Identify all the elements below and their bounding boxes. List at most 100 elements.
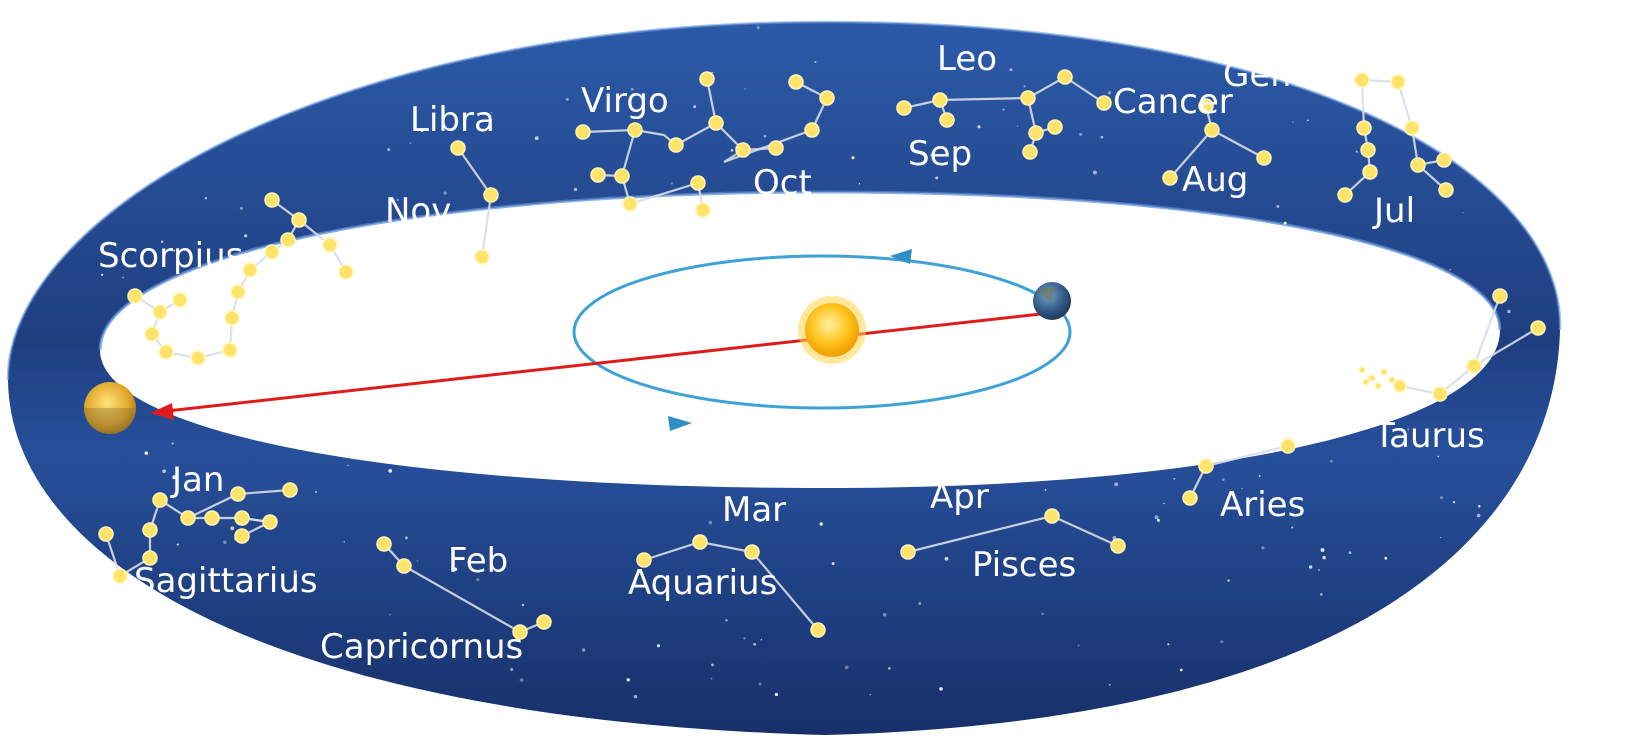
background-star [1163,502,1165,505]
background-star [389,613,391,616]
background-star [173,249,176,252]
background-star [171,442,174,445]
background-star [844,665,849,670]
background-star [918,602,922,605]
background-star [244,234,248,238]
background-star [266,572,269,575]
background-star [1220,640,1224,644]
background-star [230,526,235,531]
background-star [1440,496,1444,500]
background-star [416,559,419,562]
background-star [1462,212,1464,214]
background-star [1215,178,1217,181]
label-gemini: Gemini [1223,55,1344,95]
background-star [176,543,179,546]
background-star [122,276,125,279]
background-star [101,273,104,276]
background-star [1261,546,1265,550]
label-taurus: Taurus [1373,416,1485,456]
constellation-aries [1182,438,1296,506]
background-star [1348,551,1352,555]
background-star [626,678,630,682]
background-star [730,149,734,152]
orbit-arrow-top [890,249,912,264]
background-star [1276,204,1280,208]
background-star [1384,556,1388,560]
background-star [710,677,713,680]
label-sagittarius: Sagittarius [134,561,318,601]
background-star [347,464,349,467]
background-star [1156,518,1160,522]
constellation-capricornus [376,536,552,640]
background-star [387,147,391,152]
background-star [1458,427,1461,430]
background-star [404,536,408,540]
label-month-jul: Jul [1372,191,1415,231]
background-star [1221,478,1225,481]
background-star [1023,85,1026,88]
background-star [1167,643,1170,646]
background-star [388,469,393,473]
constellation-pisces [900,508,1126,560]
label-month-may: May [1164,396,1234,436]
background-star [1108,683,1111,686]
background-star [160,240,164,243]
background-star [1449,268,1452,271]
background-star [204,196,208,200]
sight-line [157,311,1051,414]
label-month-dec: Dec [262,274,328,314]
background-star [1407,428,1410,431]
background-star [1291,526,1294,529]
background-star [1476,513,1481,518]
constellation-libra [450,140,499,265]
label-month-jun: Jun [1388,321,1443,361]
background-star [1437,455,1440,458]
background-star [814,61,817,63]
label-cancer: Cancer [1113,82,1233,122]
background-star [743,637,746,640]
background-star [1114,482,1119,487]
background-star [519,678,524,682]
background-star [633,694,638,699]
label-capricornus: Capricornus [320,627,523,667]
background-star [521,603,525,607]
background-star [944,556,949,561]
constellation-taurus [1358,288,1546,402]
label-scorpius: Scorpius [98,236,243,276]
background-star [1243,172,1246,175]
background-star [1179,668,1183,672]
background-star [1317,569,1320,571]
background-star [1041,612,1044,616]
background-star [1355,150,1358,153]
constellation-sagittarius [98,482,298,584]
background-star [223,540,227,544]
orbit-arrow-bottom [668,416,692,431]
background-star [1291,121,1294,123]
background-star [882,613,887,617]
background-star [725,619,728,622]
constellation-gemini [1337,72,1454,203]
background-star [634,582,637,585]
background-star [1307,119,1309,122]
label-pisces: Pisces [972,545,1076,585]
background-star [831,562,835,566]
constellations [98,69,1546,640]
background-star [1173,477,1176,480]
sight-line-arrowhead [150,403,174,420]
earth-orbit [572,254,1072,410]
background-star [1308,565,1313,569]
background-star [1107,91,1112,95]
background-star [935,176,939,180]
constellation-cancer [1162,98,1272,186]
background-star [1320,548,1325,552]
background-star [565,97,569,101]
background-star [708,520,713,525]
background-star [1016,125,1019,127]
background-star [420,129,424,132]
background-star [443,191,447,195]
label-month-apr: Apr [930,477,989,517]
background-star [172,475,177,480]
background-star [1440,536,1442,539]
background-star [490,112,493,114]
background-star [573,187,578,192]
